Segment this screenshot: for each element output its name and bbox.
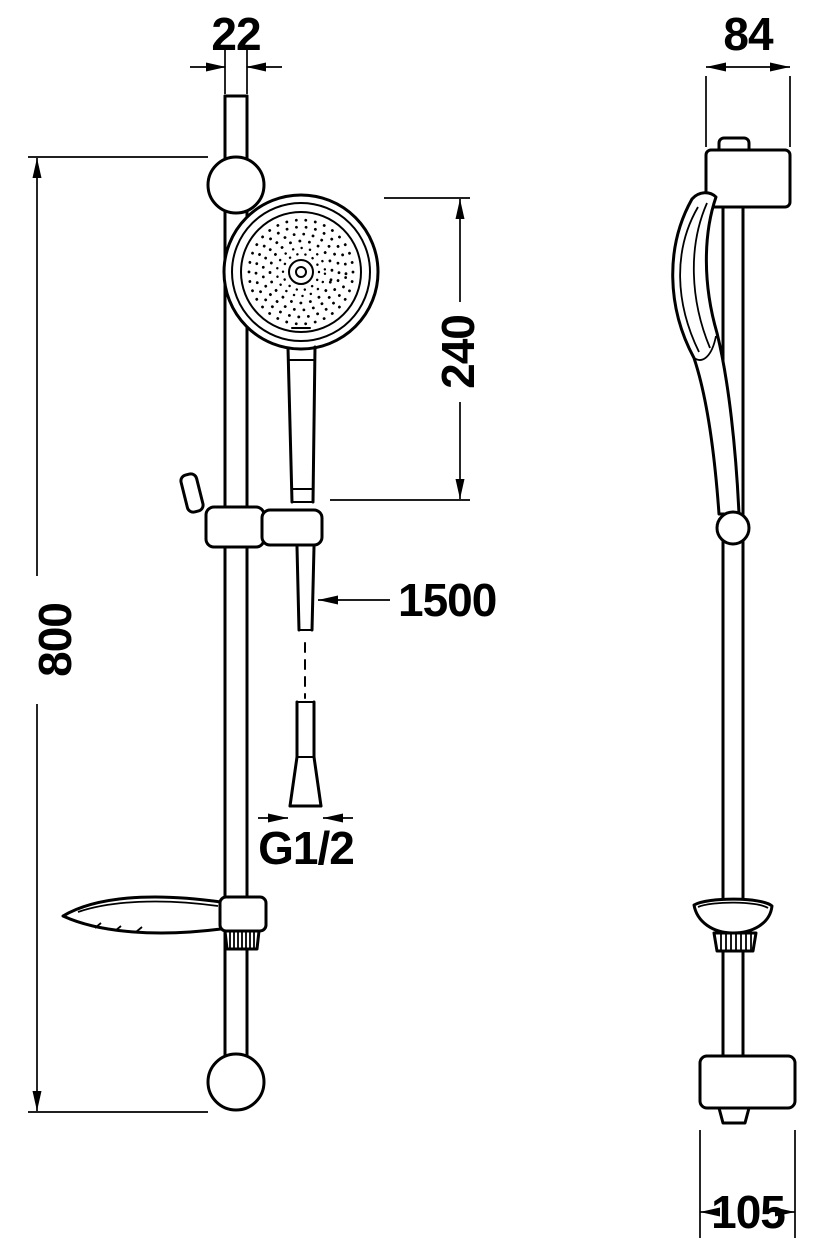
wall-bracket-bottom-front bbox=[206, 1052, 266, 1112]
dim-hose-length: 1500 bbox=[318, 574, 497, 626]
slider-holder-side bbox=[715, 510, 751, 546]
soap-dish-front bbox=[61, 895, 268, 951]
dim-label-rail-width: 22 bbox=[211, 8, 260, 60]
slider-holder-front bbox=[179, 472, 324, 549]
dim-thread-size: G1/2 bbox=[258, 813, 355, 874]
nozzle-ring bbox=[268, 239, 334, 305]
dim-label-bar-height: 800 bbox=[29, 603, 81, 677]
dim-bracket-bottom-width: 105 bbox=[699, 1130, 796, 1238]
shower-head-side bbox=[671, 191, 741, 516]
grip-ribs bbox=[229, 931, 255, 948]
nozzle-ring bbox=[254, 225, 348, 319]
nozzle-ring bbox=[281, 252, 321, 292]
nozzle-ring bbox=[275, 246, 327, 298]
dim-label-hose-length: 1500 bbox=[398, 574, 496, 626]
dim-rail-width: 22 bbox=[190, 8, 282, 94]
nozzle-ring bbox=[247, 218, 355, 326]
dim-label-handset-length: 240 bbox=[432, 315, 484, 389]
dim-label-top-bracket-width: 84 bbox=[723, 8, 774, 60]
dim-handset-length: 240 bbox=[330, 197, 484, 501]
slider-lock-lever bbox=[179, 472, 205, 514]
dim-label-thread-size: G1/2 bbox=[258, 822, 354, 874]
wall-bracket-top-front bbox=[206, 155, 266, 215]
spray-center bbox=[288, 259, 314, 285]
side-view: 84 bbox=[671, 8, 797, 1238]
bracket-foot bbox=[717, 1106, 751, 1125]
dim-label-bottom-bracket-width: 105 bbox=[711, 1186, 785, 1238]
handset-handle bbox=[286, 345, 317, 504]
soap-dish-side bbox=[692, 897, 774, 953]
nozzle-ring bbox=[261, 232, 341, 312]
wall-bracket-top-side bbox=[704, 136, 792, 209]
front-view: 22 bbox=[28, 8, 497, 1113]
dim-bracket-top-width: 84 bbox=[705, 8, 791, 147]
wall-bracket-bottom-side bbox=[698, 1054, 797, 1125]
hose-connector-front bbox=[288, 545, 323, 808]
shower-head-front bbox=[222, 193, 380, 504]
dim-bar-height: 800 bbox=[28, 156, 208, 1113]
grip-ribs-side bbox=[720, 933, 752, 950]
